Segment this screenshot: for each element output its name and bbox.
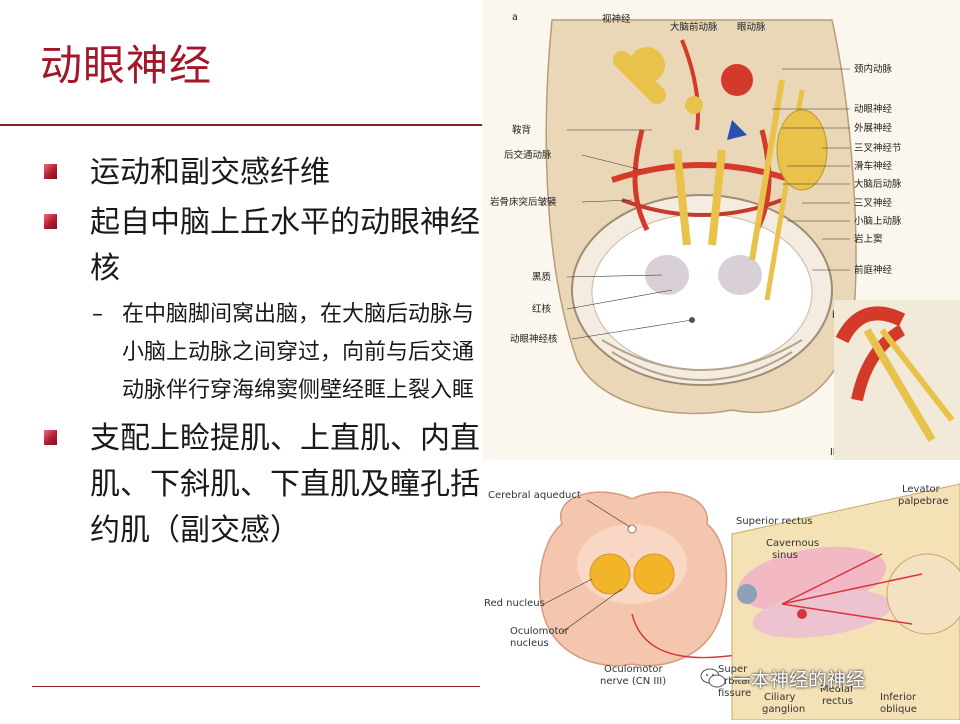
panel-a-label: a [512,12,518,23]
label-posterior-communicating-artery: 后交通动脉 [504,149,552,161]
label-trigeminal-ganglion: 三叉神经节 [854,142,902,154]
label-superior-orbital-fissure-3: fissure [718,688,751,699]
bullet-marker-icon [44,430,57,445]
label-oculomotor-nerve: 动眼神经 [854,103,893,115]
bullet-marker-icon [44,214,57,229]
label-abducens-nerve: 外展神经 [854,122,893,134]
label-optic-nerve: 视神经 [602,13,631,25]
brainstem-illustration: a b III 视神经 大脑前动脉 眼动脉 鞍背 后交通动脉 岩骨床突后皱襞 黑… [482,0,960,460]
label-superior-cerebellar-artery: 小脑上动脉 [854,215,902,227]
wechat-icon [700,668,726,688]
label-anterior-cerebral-artery: 大脑前动脉 [670,21,718,33]
label-cavernous-sinus-2: sinus [772,550,798,561]
label-medial-rectus-2: rectus [822,696,853,707]
oculomotor-pathway-svg: Cerebral aqueduct Red nucleus Oculomotor… [482,464,960,721]
title-divider [0,124,482,126]
label-dorsum-sellae: 鞍背 [512,124,531,136]
bullet-list: 运动和副交感纤维 起自中脑上丘水平的动眼神经核 – 在中脑脚间窝出脑，在大脑后动… [40,150,480,558]
label-levator-palpebrae-2: palpebrae [898,496,949,507]
oculomotor-pathway-illustration: Cerebral aqueduct Red nucleus Oculomotor… [482,464,960,721]
label-oculomotor-nucleus-en: Oculomotor [510,626,570,637]
label-vestibular-nerve: 前庭神经 [854,264,893,276]
label-cerebral-aqueduct: Cerebral aqueduct [488,490,581,501]
sub-bullet-text: 在中脑脚间窝出脑，在大脑后动脉与小脑上动脉之间穿过，向前与后交通动脉伴行穿海绵窦… [122,302,475,403]
bullet-item: 起自中脑上丘水平的动眼神经核 [40,200,480,292]
watermark-text: 一本神经的神经 [732,669,866,691]
sub-bullet-dash: – [92,302,103,327]
label-ophthalmic-artery: 眼动脉 [737,21,766,33]
label-inferior-oblique-2: oblique [880,704,917,715]
label-internal-carotid-artery: 颈内动脉 [854,63,893,75]
bullet-marker-icon [44,164,57,179]
label-red-nucleus: 红核 [532,303,552,315]
label-ciliary-ganglion: Ciliary [764,692,796,703]
footer-divider [32,686,480,687]
bullet-text: 起自中脑上丘水平的动眼神经核 [90,205,480,286]
label-inferior-oblique: Inferior [880,692,917,703]
label-oculomotor-nucleus: 动眼神经核 [510,333,558,345]
label-petroclinoid-fold: 岩骨床突后皱襞 [490,196,557,208]
label-cavernous-sinus: Cavernous [766,538,819,549]
label-superior-orbital-fissure: Super [718,664,748,675]
label-substantia-nigra: 黑质 [532,271,552,283]
label-trochlear-nerve: 滑车神经 [854,160,893,172]
label-superior-orbital-fissure-2: orbital [718,676,750,687]
bullet-text: 运动和副交感纤维 [90,155,330,190]
bullet-item: 支配上睑提肌、上直肌、内直肌、下斜肌、下直肌及瞳孔括约肌（副交感） [40,416,480,554]
label-red-nucleus-en: Red nucleus [484,598,545,609]
label-oculomotor-nucleus-en-2: nucleus [510,638,549,649]
label-medial-rectus: Medial [820,684,853,695]
label-ciliary-ganglion-2: ganglion [762,704,805,715]
label-posterior-cerebral-artery: 大脑后动脉 [854,178,902,190]
bullet-item: 运动和副交感纤维 [40,150,480,196]
brainstem-illustration-svg: a b III 视神经 大脑前动脉 眼动脉 鞍背 后交通动脉 岩骨床突后皱襞 黑… [482,0,960,460]
label-levator-palpebrae: Levator [902,484,941,495]
label-superior-rectus: Superior rectus [736,516,813,527]
label-trigeminal-nerve: 三叉神经 [854,197,893,209]
slide-title: 动眼神经 [40,41,213,90]
sub-bullet-item: – 在中脑脚间窝出脑，在大脑后动脉与小脑上动脉之间穿过，向前与后交通动脉伴行穿海… [40,296,480,410]
label-oculomotor-nerve-en-2: nerve (CN III) [600,676,666,687]
bullet-text: 支配上睑提肌、上直肌、内直肌、下斜肌、下直肌及瞳孔括约肌（副交感） [90,421,480,548]
label-superior-petrosal-sinus: 岩上窦 [854,233,883,245]
label-oculomotor-nerve-en: Oculomotor [604,664,664,675]
